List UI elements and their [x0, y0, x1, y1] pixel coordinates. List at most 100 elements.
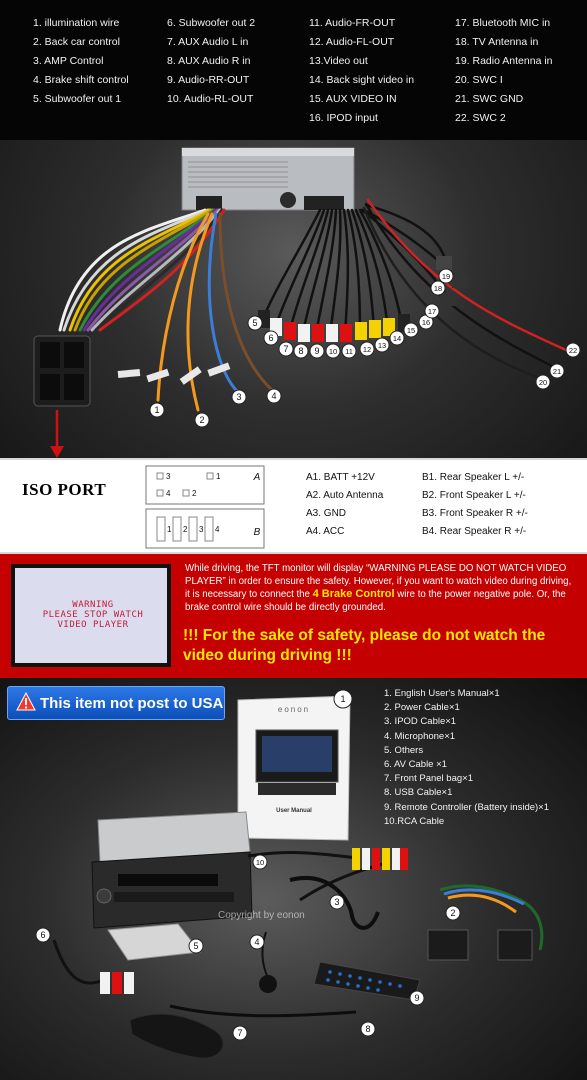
legend-column-2: 6. Subwoofer out 2 7. AUX Audio L in 8. … [167, 14, 255, 109]
list-item: 7. Front Panel bag×1 [384, 773, 473, 785]
callout-number: 15 [407, 326, 415, 335]
callout-circle [430, 280, 446, 296]
mounting-bracket [107, 923, 201, 961]
callout-circle [359, 341, 375, 357]
legend-item: 16. IPOD input [309, 112, 378, 124]
callout-circle [389, 330, 405, 346]
legend-item: 15. AUX VIDEO IN [309, 93, 397, 105]
legend-column-1: 1. illumination wire 2. Back car control… [33, 14, 129, 109]
remote-controller [313, 961, 421, 1001]
warning-screen-line: PLEASE STOP WATCH [42, 610, 144, 620]
callout-number: 5 [252, 318, 257, 328]
callout-number: 5 [193, 941, 198, 951]
callout-number: 22 [569, 346, 577, 355]
callout-number: 3 [334, 897, 339, 907]
callout-number: 8 [298, 346, 303, 356]
iso-pin-b3: B3. Front Speaker R +/- [422, 508, 528, 519]
warning-text: While driving, the TFT monitor will disp… [185, 563, 572, 600]
list-item: 5. Others [384, 744, 424, 756]
callout-number: 2 [450, 908, 455, 918]
wire-label-tags [117, 362, 231, 385]
package-contents-section: eonon User Manual [0, 678, 587, 1080]
callout-number: 11 [345, 347, 353, 356]
callout-number: 6 [40, 930, 45, 940]
warning-triangle-icon [16, 692, 36, 711]
legend-item: 21. SWC GND [455, 93, 524, 105]
callout-number: 18 [434, 284, 442, 293]
rca-cable-plugs [352, 848, 408, 870]
usa-shipping-notice: This item not post to USA [7, 686, 225, 720]
callout-number: 4 [254, 937, 259, 947]
iso-port-title: ISO PORT [22, 480, 107, 499]
connector-b-label: B [254, 527, 261, 538]
callout-number: 14 [393, 334, 401, 343]
iso-connector-diagram: A B 3 1 4 2 1 2 3 4 [145, 465, 265, 549]
callout-number: 4 [271, 391, 276, 401]
head-unit [91, 811, 253, 929]
microphone [259, 931, 277, 993]
warning-screen: WARNING PLEASE STOP WATCH VIDEO PLAYER [15, 568, 167, 663]
callout-circle [309, 343, 325, 359]
list-item: 2. Power Cable×1 [384, 702, 460, 714]
package-contents-photo: eonon User Manual [35, 689, 544, 1059]
iso-pin-a1: A1. BATT +12V [306, 472, 375, 483]
legend-item: 11. Audio-FR-OUT [309, 17, 396, 29]
callout-number: 20 [539, 378, 547, 387]
callout-circle [374, 337, 390, 353]
pin-b-label: 3 [199, 525, 204, 534]
legend-item: 3. AMP Control [33, 55, 104, 67]
iso-arrow [50, 410, 64, 458]
power-cable [427, 884, 544, 961]
iso-pin-b1: B1. Rear Speaker L +/- [422, 472, 525, 483]
legend-item: 14. Back sight video in [309, 74, 415, 86]
iso-connector [33, 335, 91, 407]
callout-number: 12 [363, 345, 371, 354]
callout-circle [341, 343, 357, 359]
callout-circle [35, 927, 51, 943]
av-cable-plugs [100, 972, 134, 994]
iso-pin-b4: B4. Rear Speaker R +/- [422, 526, 527, 537]
legend-item: 17. Bluetooth MIC in [455, 17, 551, 29]
wiring-section: 1. illumination wire 2. Back car control… [0, 0, 587, 458]
connector-a-label: A [253, 472, 261, 483]
callout-number: 21 [553, 367, 561, 376]
callout-circle [232, 1025, 248, 1041]
safety-warning-section: WARNING PLEASE STOP WATCH VIDEO PLAYER W… [0, 554, 587, 678]
rca-plugs [258, 256, 468, 342]
legend-item: 1. illumination wire [33, 17, 120, 29]
pin-a-label: 2 [192, 489, 197, 498]
brake-control-highlight: 4 Brake Control [312, 588, 395, 600]
list-item: 8. USB Cable×1 [384, 787, 453, 799]
callout-circle [565, 342, 581, 358]
callout-number: 9 [314, 346, 319, 356]
legend-item: 9. Audio-RR-OUT [167, 74, 250, 86]
user-manual: eonon User Manual [237, 695, 351, 841]
callout-circle [445, 905, 461, 921]
callout-circle [409, 990, 425, 1006]
legend-item: 22. SWC 2 [455, 112, 506, 124]
legend-item: 18. TV Antenna in [455, 36, 539, 48]
callout-number: 16 [422, 318, 430, 327]
callout-circle [325, 343, 341, 359]
callout-number: 8 [365, 1024, 370, 1034]
list-item: 6. AV Cable ×1 [384, 759, 447, 771]
iso-pin-b2: B2. Front Speaker L +/- [422, 490, 526, 501]
av-cable [52, 939, 105, 985]
callout-circle [424, 303, 440, 319]
callout-circle [263, 330, 279, 346]
callout-circle [188, 938, 204, 954]
front-panel-bag [129, 1013, 224, 1059]
head-unit-rear [181, 147, 355, 211]
callout-circle [149, 402, 165, 418]
warning-text: wire to the power negative pole. Or, the… [185, 589, 566, 613]
legend-item: 5. Subwoofer out 1 [33, 93, 122, 105]
legend-item: 20. SWC I [455, 74, 503, 86]
list-item: 1. English User's Manual×1 [384, 688, 500, 699]
callout-number: 9 [414, 993, 419, 1003]
warning-screen-image: WARNING PLEASE STOP WATCH VIDEO PLAYER [11, 564, 171, 667]
legend-item: 4. Brake shift control [33, 74, 129, 86]
iso-port-section: ISO PORT A B 3 1 4 2 1 2 3 4 A1. BATT +1… [0, 458, 587, 554]
callout-number: 19 [442, 272, 450, 281]
legend-item: 8. AUX Audio R in [167, 55, 251, 67]
